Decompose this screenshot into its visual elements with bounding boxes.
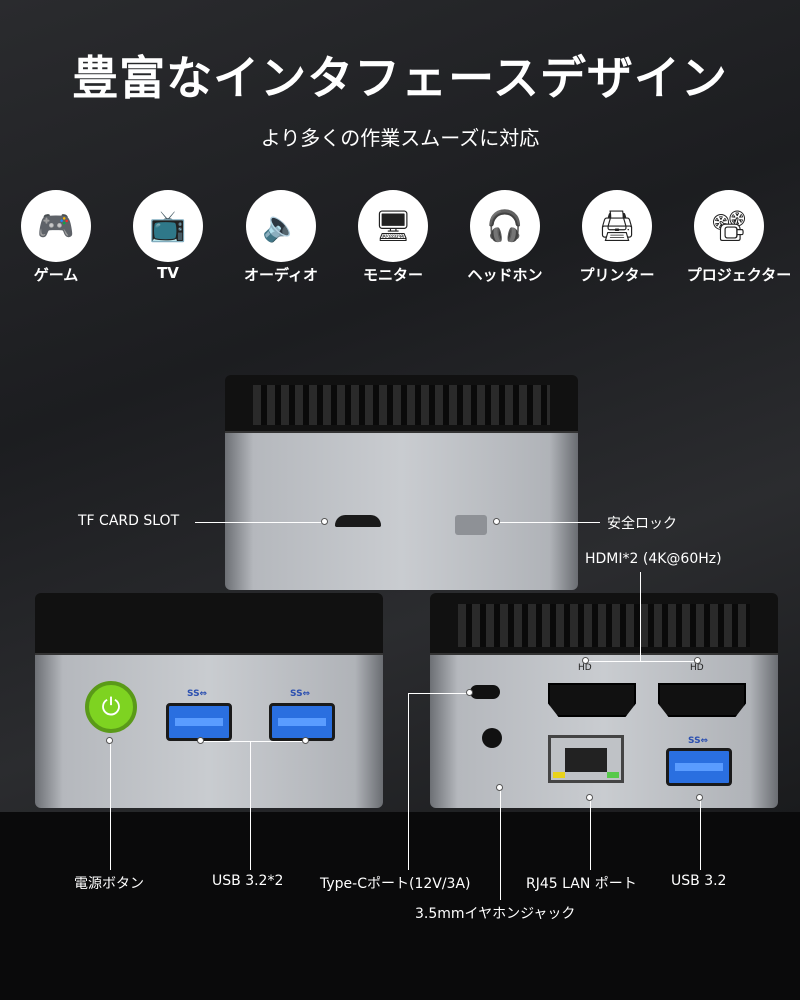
speaker-icon: 🔈 — [246, 190, 316, 262]
callout-dot — [582, 657, 589, 664]
usb-logo: SS⇔ — [688, 736, 709, 746]
typec-label: Type-Cポート(12V/3A) — [320, 876, 471, 892]
printer-icon: 🖨 — [582, 190, 652, 262]
tf-card-slot — [335, 515, 381, 527]
callout-line — [408, 693, 409, 870]
device-label: オーディオ — [244, 266, 318, 284]
callout-line — [497, 522, 600, 523]
rj45-port — [548, 735, 624, 783]
floor — [0, 812, 800, 1000]
callout-line — [200, 741, 305, 742]
callout-line — [585, 661, 697, 662]
page-title: 豊富なインタフェースデザイン — [72, 51, 728, 105]
monitor-icon: 🖥 — [358, 190, 428, 262]
usb-port — [666, 748, 732, 786]
callout-dot — [321, 518, 328, 525]
device-label: ゲーム — [33, 266, 79, 284]
hdmi-port — [658, 683, 746, 717]
callout-line — [250, 741, 251, 870]
callout-dot — [197, 737, 204, 744]
callout-dot — [496, 784, 503, 791]
rj45-label: RJ45 LAN ポート — [526, 876, 637, 892]
hdmi-port — [548, 683, 636, 717]
lock-label: 安全ロック — [607, 516, 677, 532]
callout-dot — [466, 689, 473, 696]
device-label: プリンター — [579, 266, 655, 284]
mini-pc-front: ⏻ SS⇔ SS⇔ — [35, 593, 383, 808]
usb-port — [166, 703, 232, 741]
callout-line — [110, 741, 111, 870]
device-label: TV — [157, 264, 179, 282]
audio-label: 3.5mmイヤホンジャック — [415, 906, 576, 922]
mini-pc-rear: HD HD SS⇔ — [430, 593, 778, 808]
callout-dot — [694, 657, 701, 664]
callout-dot — [586, 794, 593, 801]
usb-logo: SS⇔ — [290, 689, 311, 699]
usb-rear-label: USB 3.2 — [671, 873, 727, 889]
tf-card-label: TF CARD SLOT — [78, 513, 180, 529]
power-icon[interactable]: ⏻ — [85, 681, 137, 733]
callout-line — [195, 522, 325, 523]
tv-icon: 📺 — [133, 190, 203, 262]
callout-dot — [696, 794, 703, 801]
power-label: 電源ボタン — [74, 876, 144, 892]
callout-line — [700, 798, 701, 870]
callout-line — [590, 798, 591, 870]
callout-dot — [302, 737, 309, 744]
callout-line — [640, 572, 641, 661]
usb-logo: SS⇔ — [187, 689, 208, 699]
hd-mark: HD — [578, 663, 592, 673]
page-subtitle: より多くの作業スムーズに対応 — [260, 126, 540, 150]
audio-jack — [482, 728, 502, 748]
lock-slot — [455, 515, 487, 535]
callout-line — [500, 788, 501, 900]
gamepad-icon: 🎮 — [21, 190, 91, 262]
callout-line — [408, 693, 470, 694]
device-label: モニター — [362, 266, 423, 284]
mini-pc-side — [225, 375, 578, 590]
device-label: プロジェクター — [686, 266, 792, 284]
usb-port — [269, 703, 335, 741]
projector-icon: 📽 — [694, 190, 764, 262]
hdmi-label: HDMI*2 (4K@60Hz) — [585, 551, 722, 567]
typec-port — [470, 685, 500, 699]
usb-front-label: USB 3.2*2 — [212, 873, 284, 889]
callout-dot — [493, 518, 500, 525]
hd-mark: HD — [690, 663, 704, 673]
callout-dot — [106, 737, 113, 744]
headphones-icon: 🎧 — [470, 190, 540, 262]
device-label: ヘッドホン — [467, 266, 543, 284]
